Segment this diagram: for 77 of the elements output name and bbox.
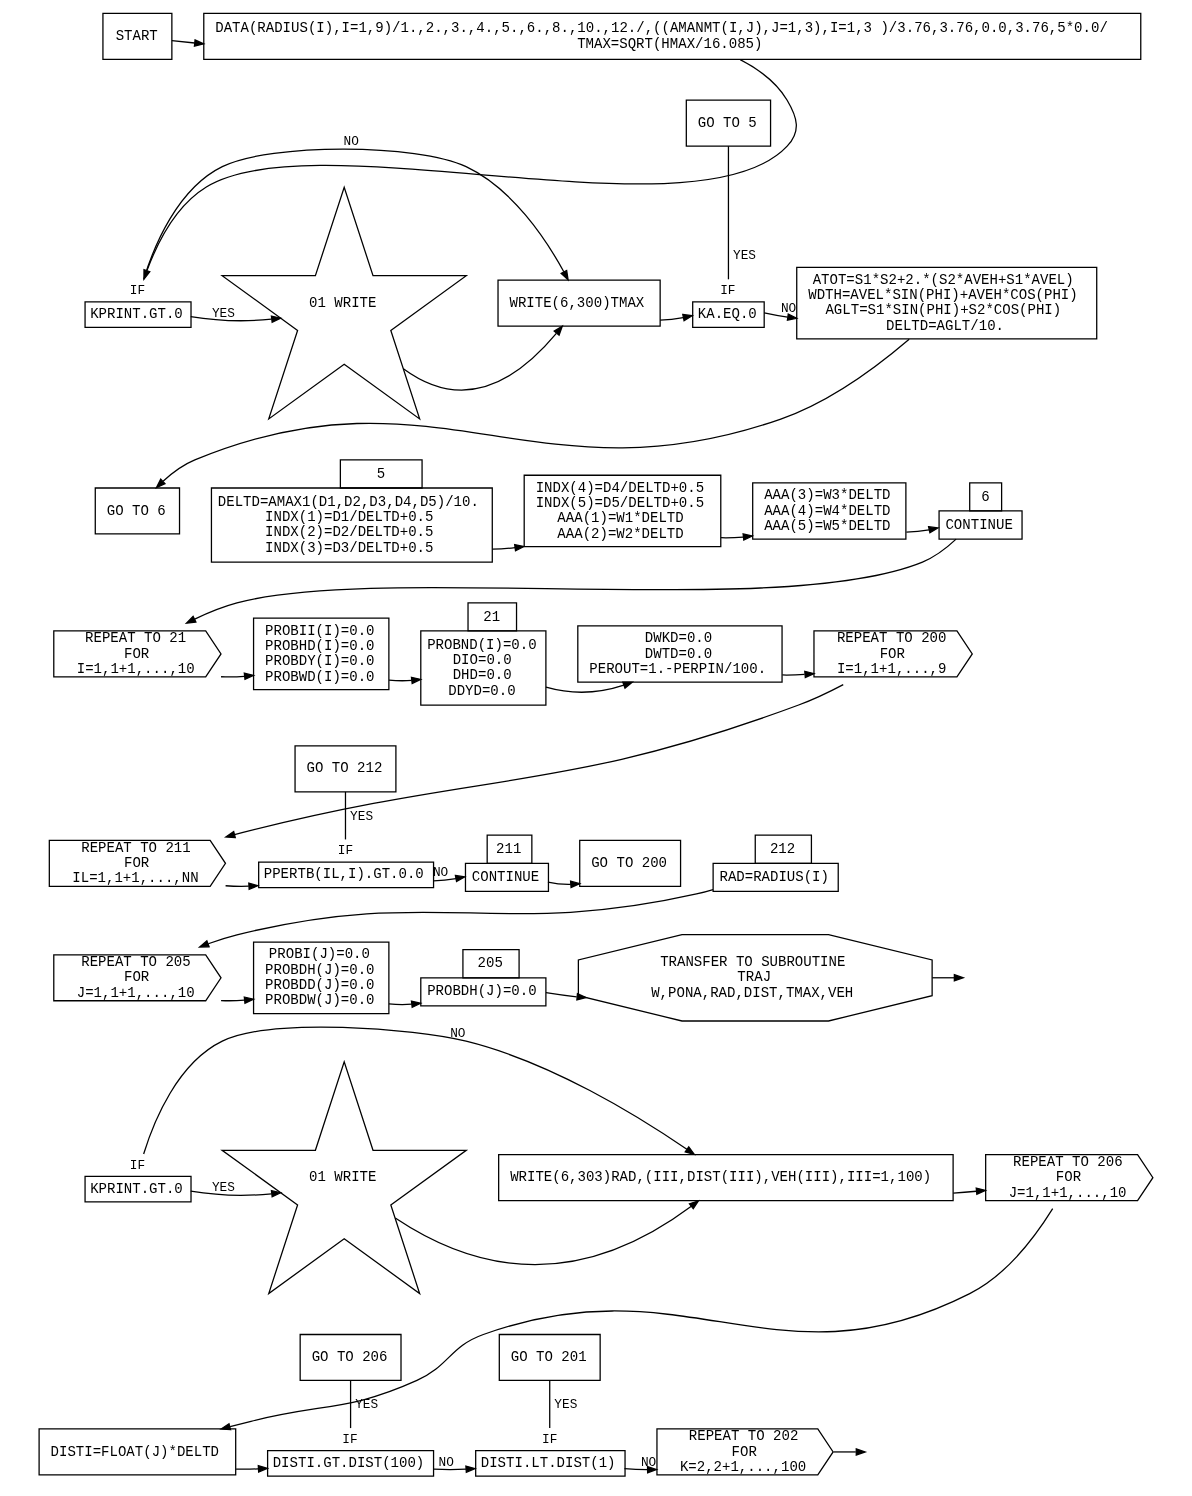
node-box: GO TO 206 bbox=[299, 1333, 402, 1382]
arrow bbox=[220, 672, 256, 681]
arrow bbox=[220, 996, 256, 1005]
arrow bbox=[432, 874, 467, 883]
arrow bbox=[781, 670, 816, 679]
arrow bbox=[190, 1189, 283, 1198]
arrow bbox=[388, 676, 423, 685]
arrow bbox=[623, 1465, 659, 1474]
arrow bbox=[952, 1187, 988, 1196]
arrow bbox=[171, 38, 206, 47]
edge-label: YES bbox=[350, 808, 374, 824]
arrow bbox=[433, 1465, 477, 1474]
arrow bbox=[547, 880, 582, 889]
edge-label: NO bbox=[343, 134, 359, 150]
node-box: DISTI.LT.DIST(1) bbox=[475, 1450, 626, 1477]
node-box: GO TO 6 bbox=[94, 487, 181, 535]
node-box: KPRINT.GT.0 bbox=[84, 301, 192, 328]
node-label: IF bbox=[129, 283, 146, 299]
arrow bbox=[143, 1026, 696, 1156]
arrow bbox=[659, 313, 695, 322]
edge-label: NO bbox=[432, 864, 449, 880]
node-box: KA.EQ.0 bbox=[692, 301, 765, 328]
arrow bbox=[402, 324, 564, 391]
edge-label: YES bbox=[554, 1397, 578, 1413]
node-box: INDX(4)=D4/DELTD+0.5 INDX(5)=D5/DELTD+0.5 AAA(1)=W1*DELTD AAA(2)=W2*DELTD bbox=[523, 474, 722, 548]
arrow bbox=[545, 992, 588, 1001]
node-box: DISTI.GT.DIST(100) bbox=[266, 1450, 435, 1477]
node-label: IF bbox=[542, 1432, 558, 1447]
arrow bbox=[545, 681, 635, 693]
arrow bbox=[190, 315, 283, 324]
connector bbox=[349, 1379, 352, 1429]
connector bbox=[344, 791, 347, 841]
node-box: DATA(RADIUS(I),I=1,9)/1.,2.,3.,4.,5.,6.,8.,10.,12./,((AMANMT(I,J),J=1,3),I=1,3 )/3.76,3.76,0.0,3.76,5*0.0/ TMAX=SQRT(HMAX/16.085) bbox=[203, 12, 1142, 60]
node-box: DWKD=0.0 DWTD=0.0 PEROUT=1.-PERPIN/100. bbox=[577, 625, 783, 683]
arrow bbox=[931, 973, 966, 982]
node-label: IF bbox=[720, 283, 736, 299]
node-box: GO TO 200 bbox=[579, 839, 682, 887]
node-label: IF bbox=[129, 1157, 146, 1173]
node-box: GO TO 212 bbox=[294, 745, 397, 793]
arrow bbox=[388, 1000, 423, 1009]
edge-label: NO bbox=[780, 301, 797, 317]
node-box: PROBII(I)=0.0 PROBHD(I)=0.0 PROBDY(I)=0.0 PROBWD(I)=0.0 bbox=[252, 617, 390, 691]
arrow bbox=[763, 312, 799, 321]
edge-label: YES bbox=[211, 1180, 235, 1196]
node-box: WRITE(6,303)RAD,(III,DIST(III),VEH(III),III=1,100) bbox=[498, 1154, 954, 1202]
arrow bbox=[832, 1447, 868, 1456]
arrow bbox=[155, 338, 910, 489]
edge-label: NO bbox=[450, 1026, 466, 1042]
node-box: GO TO 201 bbox=[498, 1333, 601, 1382]
arrow bbox=[219, 1208, 1054, 1431]
arrow bbox=[905, 525, 940, 534]
node-box: START bbox=[102, 12, 173, 60]
node-box: AAA(3)=W3*DELTD AAA(4)=W4*DELTD AAA(5)=W5*DELTD bbox=[752, 482, 907, 540]
arrow bbox=[235, 1464, 270, 1473]
arrow bbox=[394, 1199, 700, 1266]
edge-label: YES bbox=[211, 305, 235, 321]
node-box: GO TO 5 bbox=[685, 99, 772, 147]
arrow bbox=[720, 533, 755, 542]
node-box: KPRINT.GT.0 bbox=[84, 1175, 192, 1203]
node-label: IF bbox=[342, 1432, 358, 1447]
arrow bbox=[224, 882, 260, 891]
node-box: PROBI(J)=0.0 PROBDH(J)=0.0 PROBDD(J)=0.0 PROBDW(J)=0.0 bbox=[252, 941, 390, 1015]
node-label: IF bbox=[337, 843, 354, 859]
connector bbox=[727, 145, 730, 280]
arrow bbox=[491, 543, 526, 552]
connector bbox=[549, 1379, 551, 1429]
edge-label: NO bbox=[438, 1454, 454, 1470]
arrow bbox=[197, 888, 714, 948]
node-box: WRITE(6,300)TMAX bbox=[497, 279, 661, 327]
node-box: DISTI=FLOAT(J)*DELTD bbox=[38, 1428, 237, 1476]
node-box: PPERTB(IL,I).GT.0.0 bbox=[258, 861, 435, 889]
edge-label: YES bbox=[733, 248, 757, 264]
arrow bbox=[184, 538, 957, 625]
node-box: ATOT=S1*S2+2.*(S2*AVEH+S1*AVEL) WDTH=AVEL*SIN(PHI)+AVEH*COS(PHI) AGLT=S1*SIN(PHI)+S2*COS(PHI) DELTD=AGLT/10. bbox=[796, 266, 1098, 340]
arrow bbox=[223, 683, 844, 839]
edge-label: YES bbox=[355, 1397, 379, 1413]
edge-label: NO bbox=[640, 1454, 657, 1470]
